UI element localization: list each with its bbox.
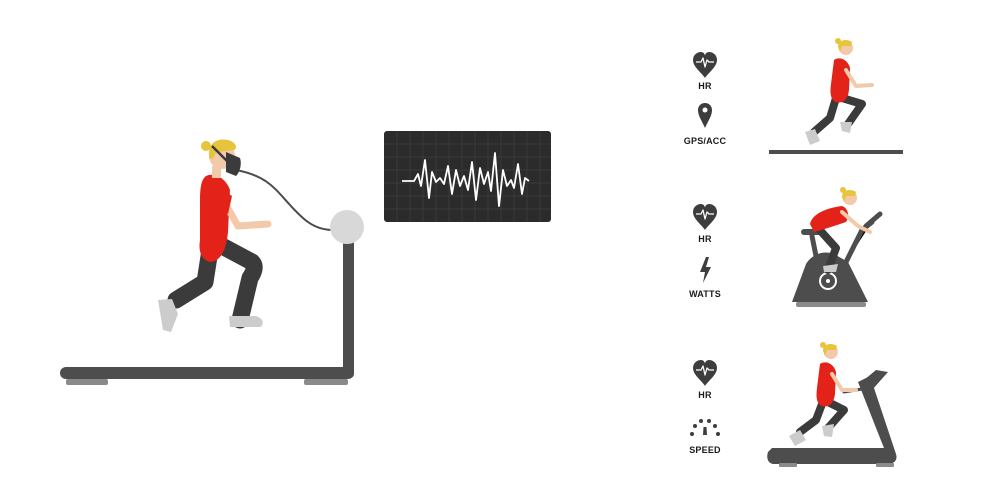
runner-treadmill-front-leg — [796, 400, 826, 436]
lightning-bolt-icon — [700, 257, 711, 283]
cyclist-shoe — [823, 264, 838, 272]
runner-treadmill-front-shoe — [789, 430, 806, 446]
treadmill-small-console — [864, 370, 888, 390]
ecg-monitor — [384, 131, 551, 222]
treadmill-small-feet-right — [876, 463, 894, 467]
runner-outdoor-hair — [838, 39, 852, 52]
cyclist-hair-bun — [840, 187, 846, 193]
runner-outdoor-back-shoe — [840, 122, 852, 133]
bike-handlebar — [863, 211, 883, 229]
runner-treadmill-torso — [816, 362, 836, 407]
runner-outdoor-front-leg — [810, 94, 840, 136]
lab-treadmill-foot-right — [304, 379, 348, 385]
cyclist-torso — [810, 206, 849, 232]
stationary-bike — [792, 211, 883, 307]
runner-small-treadmill — [789, 342, 858, 446]
runner-treadmill-hair-bun — [820, 342, 826, 348]
speedometer-icon — [690, 419, 720, 436]
metric-label-watts: WATTS — [689, 289, 721, 299]
ecg-waveform — [402, 152, 530, 207]
ground-line — [769, 150, 903, 154]
bike-flywheel-hub — [826, 279, 830, 283]
runner-outdoor-arm — [844, 68, 874, 88]
cyclist-hair — [842, 189, 856, 202]
ecg-monitor-grid — [384, 131, 551, 222]
runner-outdoor-torso — [830, 58, 850, 103]
bike-base — [792, 252, 868, 302]
lab-treadmill-post — [343, 236, 354, 378]
runner-treadmill-hair — [823, 343, 837, 356]
cyclist-small — [810, 187, 872, 274]
lab-treadmill-setup — [60, 169, 364, 385]
panel-treadmill — [767, 342, 897, 467]
panel-outdoor-running — [769, 38, 903, 154]
runner-large-neck — [212, 166, 221, 178]
metric-label-hr: HR — [698, 81, 712, 91]
metric-label-hr: HR — [698, 390, 712, 400]
treadmill-small-deck — [767, 376, 897, 464]
heart-rate-icon — [692, 203, 718, 231]
runner-large-front-sleeve — [214, 186, 232, 214]
metric-label-gps-acc: GPS/ACC — [683, 136, 727, 146]
runner-treadmill-back-leg — [824, 398, 848, 432]
runner-large-hair-bun — [201, 141, 211, 151]
lab-treadmill-foot-left — [66, 379, 108, 385]
cyclist-arm — [840, 210, 872, 234]
breathing-tube — [235, 169, 334, 231]
bike-feet — [796, 302, 866, 307]
treadmill-small-feet-left — [779, 463, 797, 467]
location-pin-icon — [698, 103, 712, 128]
runner-large-front-shoe — [158, 299, 178, 332]
runner-large-back-shoe — [229, 316, 263, 327]
runner-treadmill-back-shoe — [822, 424, 834, 437]
runner-large-hair — [209, 139, 236, 159]
runner-outdoor-hair-bun — [835, 38, 841, 44]
runner-small-outdoor — [805, 38, 874, 145]
runner-outdoor-front-shoe — [805, 129, 820, 145]
treadmill-small — [767, 370, 897, 467]
ecg-monitor-screen — [384, 131, 551, 222]
gas-mask-strap — [211, 145, 229, 163]
cyclist-leg — [814, 224, 840, 274]
lab-treadmill-deck — [60, 367, 354, 379]
panel-stationary-bike — [792, 187, 883, 307]
metric-label-speed: SPEED — [689, 445, 721, 455]
runner-treadmill-arm — [830, 372, 858, 392]
bike-seat-post — [809, 233, 821, 269]
runner-outdoor-back-leg — [838, 94, 866, 128]
runner-large — [158, 139, 272, 332]
runner-large-back-leg — [213, 237, 263, 329]
gas-analyzer-ball — [330, 210, 364, 244]
metric-label-hr: HR — [698, 234, 712, 244]
gas-mask — [226, 152, 241, 176]
heart-rate-icon — [692, 359, 718, 387]
heart-rate-icon — [692, 51, 718, 79]
